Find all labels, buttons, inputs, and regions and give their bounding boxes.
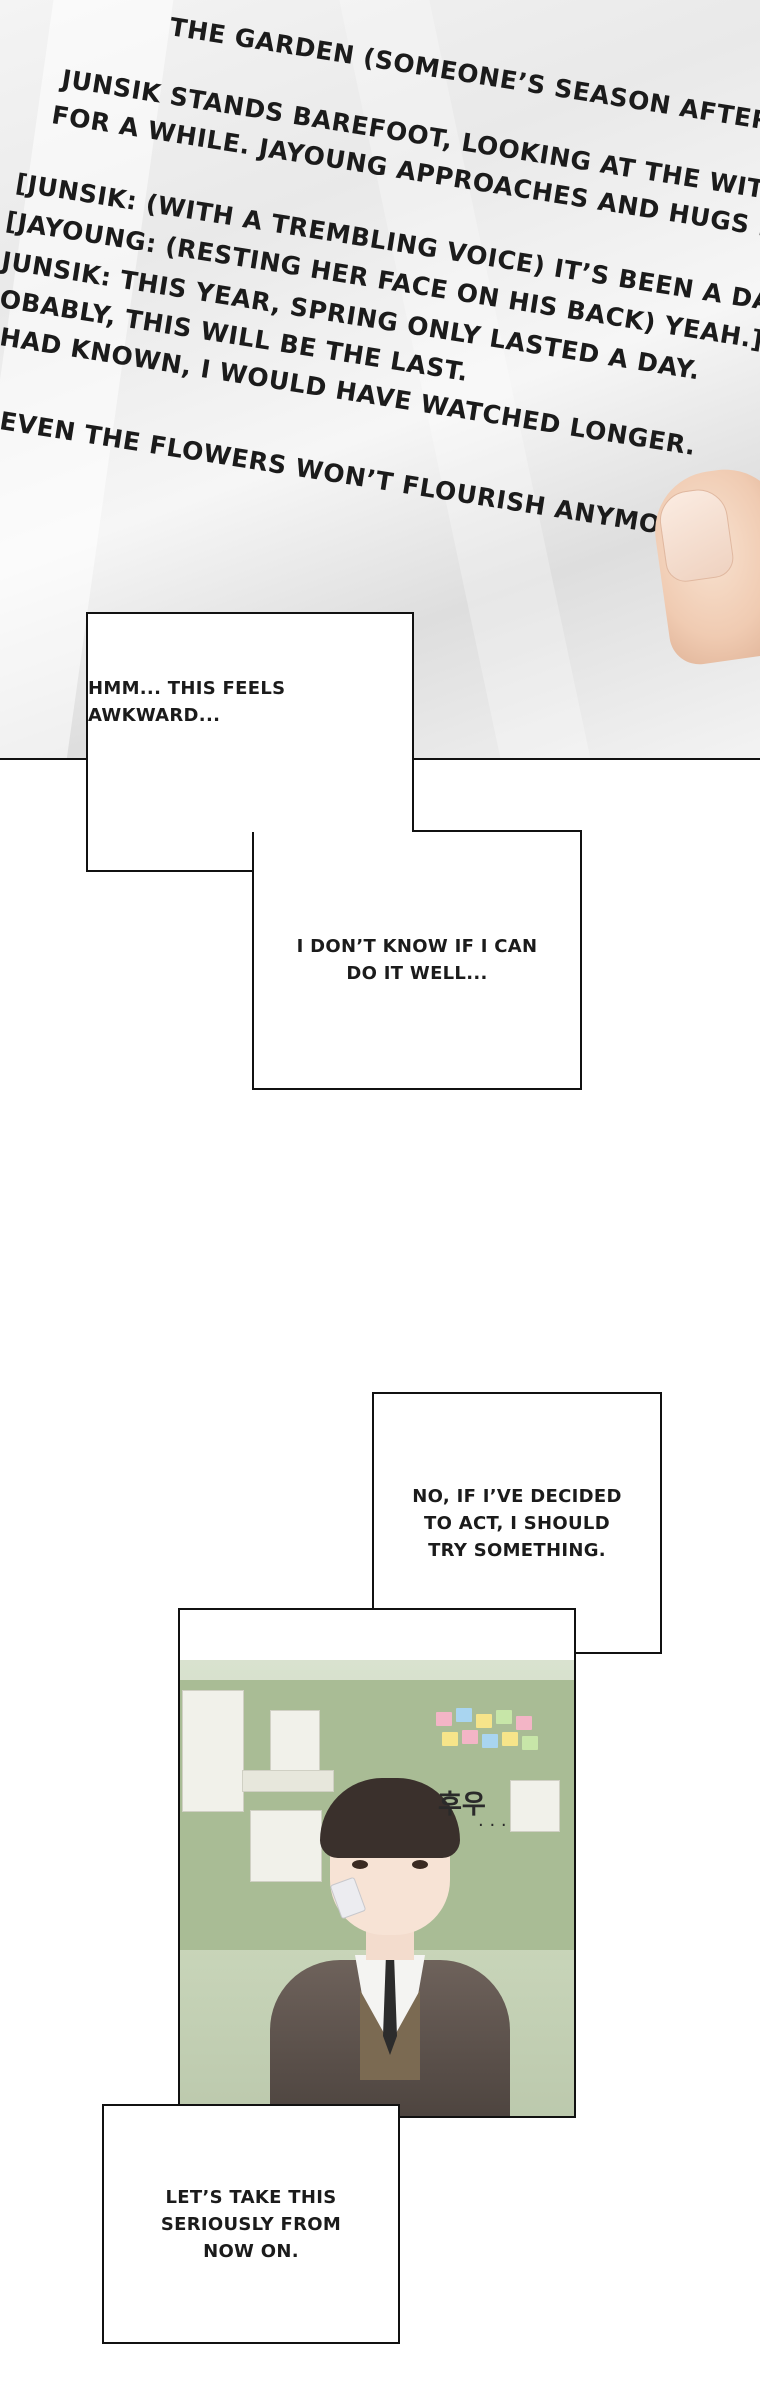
caption-box-awkward: HMM... THIS FEELS AWKWARD... <box>86 612 414 872</box>
sticky-note <box>442 1732 458 1746</box>
sticky-note <box>436 1712 452 1726</box>
classroom-panel: 후우 . . . <box>178 1608 576 2118</box>
sticky-note <box>482 1734 498 1748</box>
caption-border <box>412 830 582 832</box>
person-tie <box>383 1960 397 2055</box>
caption-text-seriously: LET’S TAKE THIS SERIOUSLY FROM NOW ON. <box>160 2186 342 2262</box>
poster <box>510 1780 560 1832</box>
calendar-poster <box>250 1810 322 1882</box>
sticky-note <box>462 1730 478 1744</box>
shelf <box>242 1770 334 1792</box>
caption-text-decided: NO, IF I’VE DECIDED TO ACT, I SHOULD TRY… <box>412 1485 622 1561</box>
sfx-dots: . . . <box>478 1810 507 1831</box>
sticky-note <box>516 1716 532 1730</box>
caption-text-awkward: HMM... THIS FEELS AWKWARD... <box>88 678 286 726</box>
sticky-note <box>496 1710 512 1724</box>
sfx-sigh: 후우 <box>438 1790 486 1820</box>
caption-box-seriously: LET’S TAKE THIS SERIOUSLY FROM NOW ON. <box>102 2104 400 2344</box>
poster <box>182 1690 244 1812</box>
person-eye <box>352 1860 368 1869</box>
caption-box-do-it-well: I DON’T KNOW IF I CAN DO IT WELL... <box>252 832 582 1090</box>
person-hair <box>320 1778 460 1858</box>
classroom-scene: 후우 . . . <box>180 1660 574 2116</box>
sticky-note <box>476 1714 492 1728</box>
sticky-note <box>502 1732 518 1746</box>
sticky-note <box>522 1736 538 1750</box>
caption-text-do-it-well: I DON’T KNOW IF I CAN DO IT WELL... <box>296 936 538 984</box>
sticky-note <box>456 1708 472 1722</box>
caption-join <box>254 832 412 870</box>
person-eye <box>412 1860 428 1869</box>
